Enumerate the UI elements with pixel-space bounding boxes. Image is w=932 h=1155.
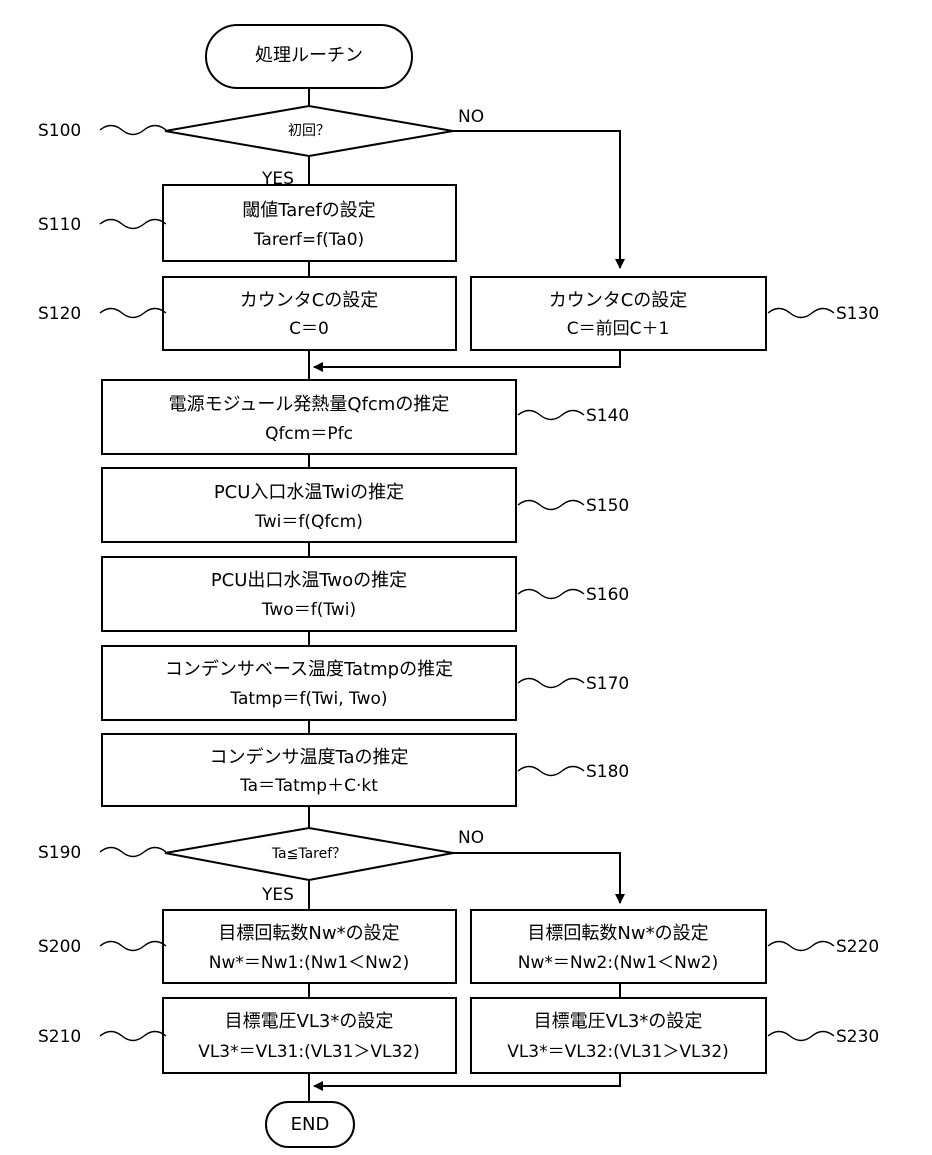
box-title: PCU入口水温Twiの推定 [214,482,404,503]
leader-s230 [768,1032,834,1041]
leader-s140 [518,411,584,420]
edge-d2-no [453,853,620,903]
box-formula: Two＝f(Twi) [261,600,356,620]
edge-s130-merge [314,350,620,367]
leader-s150 [518,501,584,510]
leader-s170 [518,679,584,688]
process-box-s150: PCU入口水温Twiの推定 Twi＝f(Qfcm) [102,468,516,542]
box-title: 目標回転数Nw*の設定 [218,923,399,944]
box-title: 電源モジュール発熱量Qfcmの推定 [169,394,450,415]
process-box-s170: コンデンサベース温度Tatmpの推定 Tatmp＝f(Twi, Two) [102,646,516,720]
decision-first-time-label: 初回？ [288,122,330,139]
step-label-s150: S150 [586,496,629,516]
box-title: カウンタCの設定 [549,290,688,311]
step-label-s210: S210 [38,1027,81,1047]
process-box-s110: 閾値Tarefの設定 Tarerf=f(Ta0) [163,185,456,261]
leader-s210 [100,1032,166,1041]
decision-temperature-threshold: Ta≦Taref？ [165,828,453,880]
box-formula: Tarerf=f(Ta0) [253,230,364,250]
leader-s100 [100,126,166,135]
box-formula: Nw*＝Nw1:(Nw1＜Nw2) [209,953,409,973]
leader-s180 [518,767,584,776]
box-formula: C＝0 [289,319,329,339]
branch-no-label: NO [458,107,484,127]
box-title: コンデンサ温度Taの推定 [209,747,408,768]
box-formula: Nw*＝Nw2:(Nw1＜Nw2) [518,953,718,973]
leader-s200 [100,942,166,951]
box-formula: Ta＝Tatmp＋C·kt [239,776,378,796]
step-label-s160: S160 [586,585,629,605]
step-label-s190: S190 [38,843,81,863]
box-title: カウンタCの設定 [240,290,379,311]
process-box-s130: カウンタCの設定 C＝前回C＋1 [471,277,766,350]
step-label-s180: S180 [586,762,629,782]
leader-s130 [768,309,834,318]
decision-temperature-threshold-label: Ta≦Taref？ [271,846,346,862]
leader-s120 [100,309,166,318]
box-formula: Tatmp＝f(Twi, Two) [229,689,387,709]
process-box-s230: 目標電圧VL3*の設定 VL3*＝VL32:(VL31＞VL32) [471,998,766,1073]
step-label-s170: S170 [586,674,629,694]
box-title: 閾値Tarefの設定 [242,200,375,221]
box-formula: VL3*＝VL32:(VL31＞VL32) [507,1042,729,1062]
end-terminal-label: END [291,1114,330,1135]
start-terminal-label: 処理ルーチン [255,45,363,66]
edge-s230-merge [314,1073,620,1086]
box-formula: Twi＝f(Qfcm) [254,512,363,532]
box-formula: Qfcm＝Pfc [265,424,353,444]
edge-d1-no [453,131,620,268]
box-title: 目標回転数Nw*の設定 [527,923,708,944]
end-terminal: END [266,1102,354,1147]
leader-s220 [768,942,834,951]
process-box-s140: 電源モジュール発熱量Qfcmの推定 Qfcm＝Pfc [102,380,516,454]
step-label-s220: S220 [836,937,879,957]
step-label-s120: S120 [38,304,81,324]
branch-yes-label: YES [261,885,294,905]
box-formula: C＝前回C＋1 [567,319,670,339]
leader-s190 [100,848,166,857]
leader-s110 [100,220,166,229]
process-box-s120: カウンタCの設定 C＝0 [163,277,456,350]
decision-first-time: 初回？ [165,106,453,156]
box-title: PCU出口水温Twoの推定 [211,570,407,591]
process-box-s200: 目標回転数Nw*の設定 Nw*＝Nw1:(Nw1＜Nw2) [163,910,456,983]
box-title: 目標電圧VL3*の設定 [534,1011,703,1032]
process-box-s180: コンデンサ温度Taの推定 Ta＝Tatmp＋C·kt [102,734,516,806]
process-box-s210: 目標電圧VL3*の設定 VL3*＝VL31:(VL31＞VL32) [163,998,456,1073]
step-label-s200: S200 [38,937,81,957]
step-label-s100: S100 [38,121,81,141]
step-label-s140: S140 [586,406,629,426]
box-title: コンデンサベース温度Tatmpの推定 [165,659,453,680]
leader-s160 [518,590,584,599]
start-terminal: 処理ルーチン [206,25,412,88]
process-box-s220: 目標回転数Nw*の設定 Nw*＝Nw2:(Nw1＜Nw2) [471,910,766,983]
box-title: 目標電圧VL3*の設定 [225,1011,394,1032]
branch-no-label: NO [458,828,484,848]
step-label-s110: S110 [38,215,81,235]
process-box-s160: PCU出口水温Twoの推定 Two＝f(Twi) [102,557,516,631]
step-label-s130: S130 [836,304,879,324]
box-formula: VL3*＝VL31:(VL31＞VL32) [198,1042,420,1062]
step-label-s230: S230 [836,1027,879,1047]
